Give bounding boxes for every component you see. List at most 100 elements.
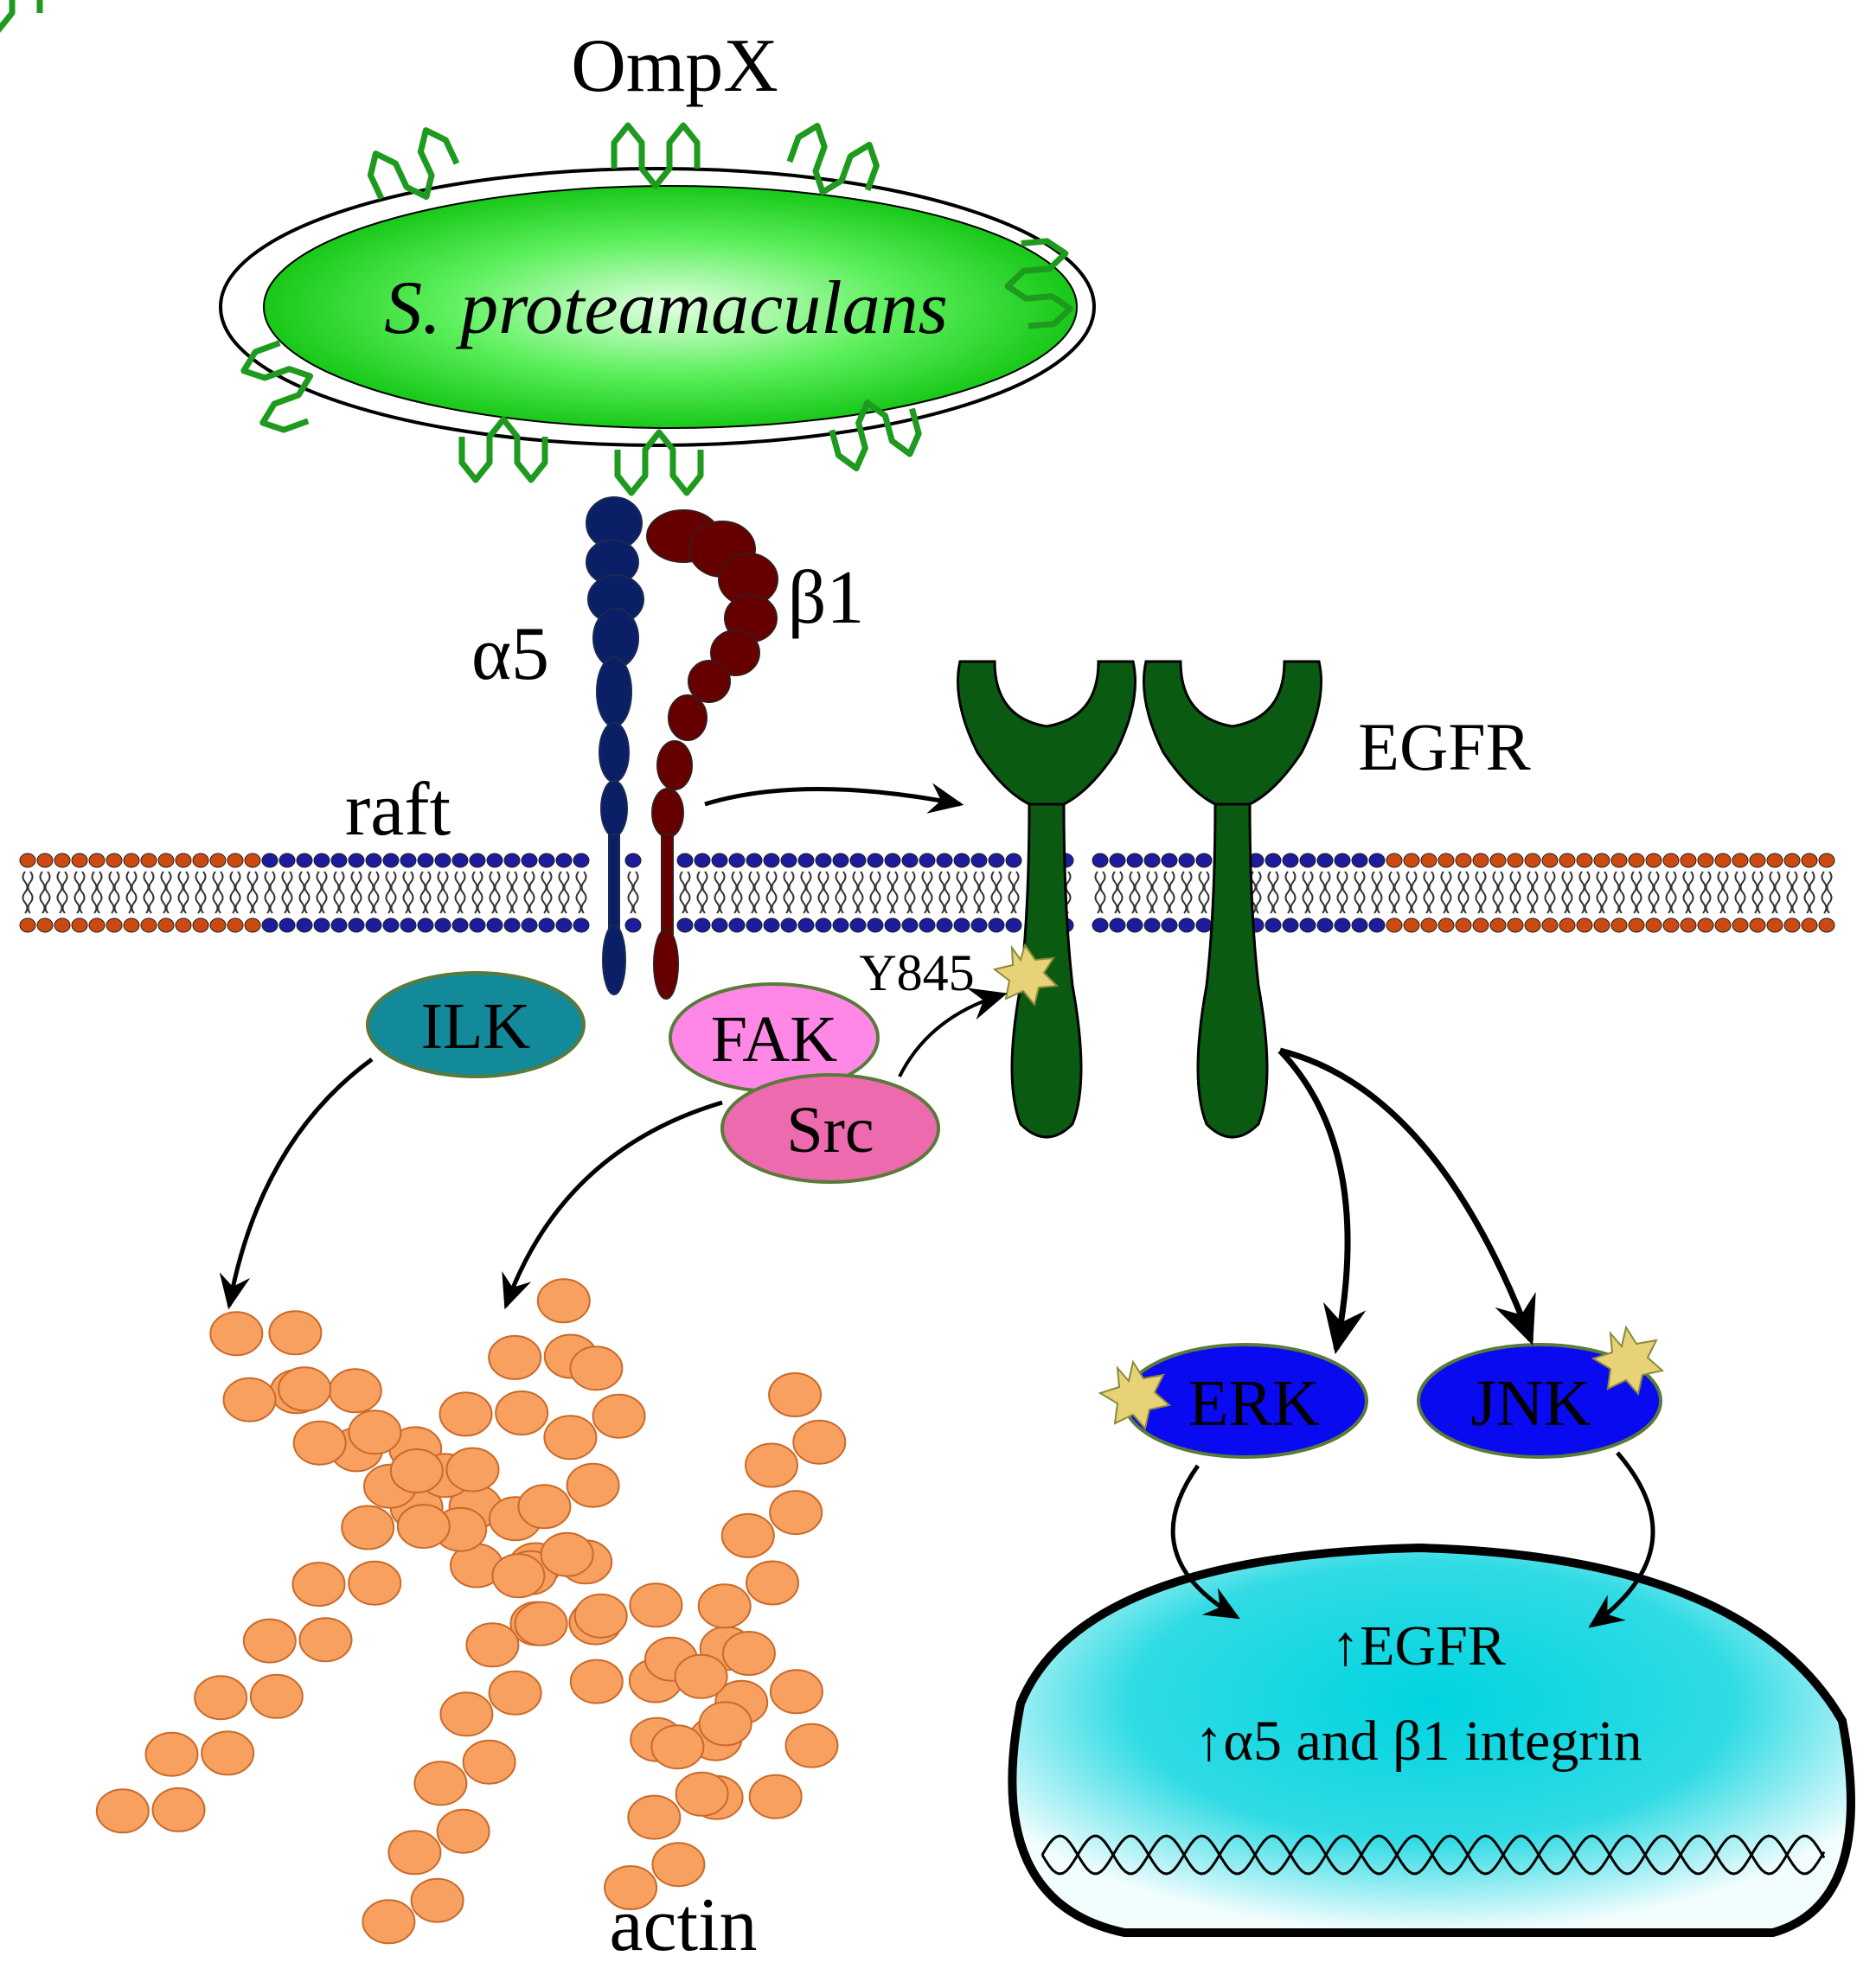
lipid-head	[106, 853, 123, 868]
actin-monomer	[268, 1310, 323, 1356]
actin-monomer	[540, 1531, 594, 1577]
lipid-head	[1178, 853, 1195, 868]
arrow-erk-to-nucleus	[1170, 1464, 1240, 1620]
lipid-head	[1368, 853, 1386, 868]
arrow-src-to-actin	[502, 1100, 723, 1310]
actin-monomer	[536, 1278, 591, 1324]
lipid-head	[279, 917, 296, 933]
arrows	[219, 783, 1655, 1628]
lipid-head	[106, 917, 123, 933]
lipid-head	[521, 853, 538, 868]
lipid-head	[867, 853, 884, 868]
lipid-tail	[350, 871, 362, 914]
lipid-head	[434, 853, 451, 868]
lipid-head	[694, 853, 711, 868]
lipid-head	[694, 917, 711, 933]
lipid-tail	[748, 871, 760, 914]
lipid-head	[123, 853, 140, 868]
lipid-tail	[91, 871, 103, 914]
lipid-head	[849, 853, 867, 868]
actin-monomer	[650, 1724, 705, 1770]
actin-monomer	[298, 1617, 353, 1663]
egfr-receptor-1	[957, 660, 1136, 1139]
ompx-label: OmpX	[571, 24, 778, 108]
lipid-head	[1541, 853, 1559, 868]
lipid-head	[1282, 853, 1299, 868]
actin-monomer	[514, 1601, 568, 1646]
lipid-tail	[541, 871, 553, 914]
lipid-tail	[229, 871, 241, 914]
lipid-tail	[1717, 871, 1729, 914]
lipid-head	[244, 853, 261, 868]
actin-monomer	[517, 1484, 572, 1530]
lipid-head	[1455, 917, 1472, 933]
lipid-tail	[973, 871, 985, 914]
actin-monomer	[151, 1787, 206, 1832]
jnk-node: JNK	[1417, 1325, 1665, 1459]
lipid-tail	[1198, 871, 1210, 914]
lipid-head	[19, 917, 36, 933]
actin-monomer	[341, 1505, 395, 1550]
lipid-tail	[247, 871, 259, 914]
lipid-head	[936, 917, 953, 933]
lipid-head	[1420, 853, 1437, 868]
actin-monomer	[465, 1622, 520, 1668]
actin-monomer	[491, 1553, 546, 1599]
lipid-head	[503, 853, 521, 868]
lipid-head	[1109, 917, 1126, 933]
lipid-head	[711, 853, 728, 868]
lipid-head	[1351, 917, 1368, 933]
actin-monomer	[291, 1562, 346, 1608]
lipid-tail	[558, 871, 570, 914]
lipid-tail	[489, 871, 501, 914]
lipid-head	[1316, 853, 1334, 868]
actin-monomer	[604, 1865, 658, 1910]
actin-monomer	[387, 1830, 442, 1876]
lipid-tail	[402, 871, 414, 914]
lipid-head	[1265, 917, 1282, 933]
egfr-label: EGFR	[1358, 709, 1530, 784]
lipid-head	[140, 917, 157, 933]
lipid-tail	[1371, 871, 1383, 914]
lipid-head	[88, 853, 106, 868]
lipid-tail	[125, 871, 138, 914]
lipid-head	[1161, 853, 1178, 868]
actin-monomer	[569, 1346, 624, 1391]
arrow-egfr-to-erk	[1277, 1048, 1367, 1355]
lipid-head	[209, 917, 227, 933]
lipid-head	[1507, 917, 1524, 933]
lipid-head	[417, 853, 434, 868]
nucleus-text-integrin: ↑α5 and β1 integrin	[1194, 1710, 1642, 1773]
lipid-head	[1386, 853, 1403, 868]
arrow-ilk-to-actin	[219, 1057, 374, 1310]
lipid-head	[936, 853, 953, 868]
actin-monomer	[95, 1788, 150, 1834]
lipid-head	[1334, 853, 1351, 868]
lipid-head	[919, 917, 936, 933]
lipid-head	[36, 853, 54, 868]
actin-filaments	[95, 1278, 847, 1945]
erk-node: ERK	[1098, 1343, 1368, 1459]
lipid-head	[19, 853, 36, 868]
lipid-head	[555, 917, 573, 933]
lipid-head	[1299, 917, 1316, 933]
lipid-head	[36, 917, 54, 933]
bacterium-label: S. proteamaculans	[384, 266, 948, 350]
lipid-tail	[523, 871, 535, 914]
lipid-tail	[56, 871, 68, 914]
actin-monomer	[362, 1899, 416, 1945]
lipid-head	[1437, 917, 1455, 933]
y845-label: Y845	[859, 944, 974, 1001]
lipid-head	[1714, 853, 1732, 868]
lipid-tail	[1405, 871, 1418, 914]
lipid-head	[815, 917, 832, 933]
lipid-head	[953, 917, 970, 933]
lipid-head	[780, 917, 797, 933]
lipid-head	[451, 917, 469, 933]
lipid-tail	[177, 871, 189, 914]
lipid-head	[503, 917, 521, 933]
lipid-head	[1818, 917, 1835, 933]
lipid-head	[901, 917, 919, 933]
lipid-tail	[1388, 871, 1400, 914]
lipid-head	[1507, 853, 1524, 868]
